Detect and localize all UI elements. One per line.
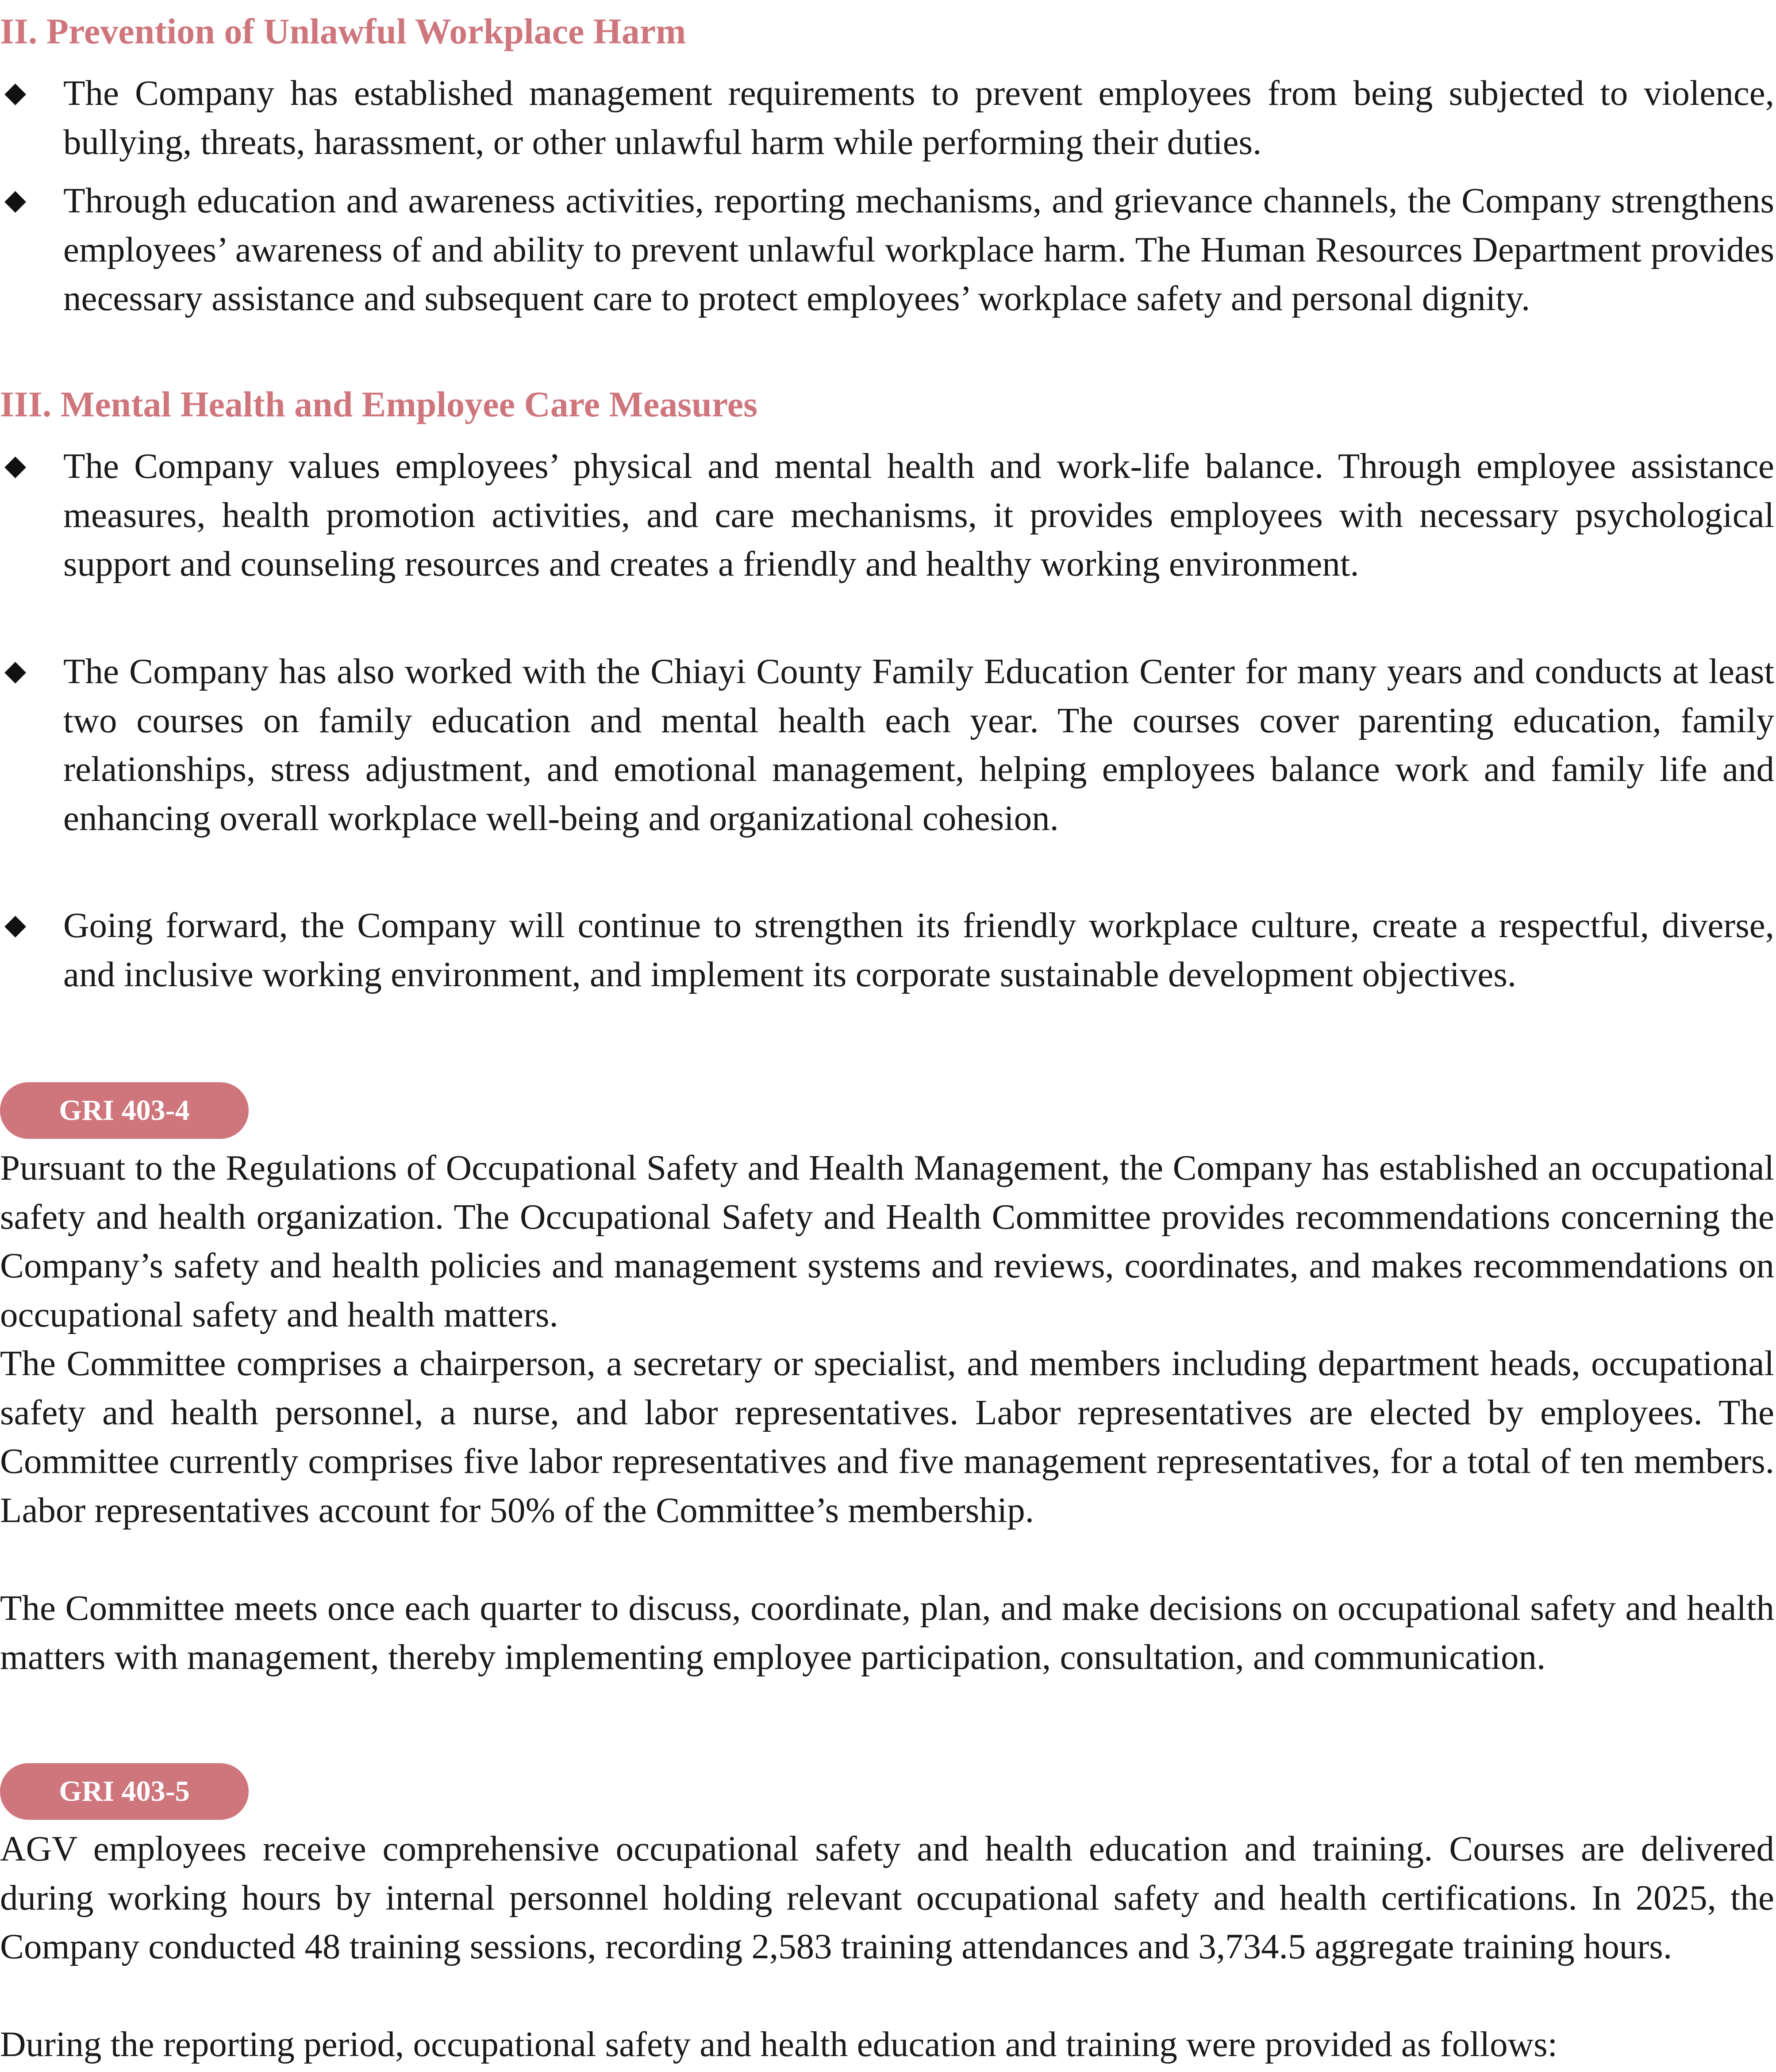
bullet-text: The Company has also worked with the Chi…	[63, 651, 1774, 838]
diamond-bullet-icon: ◆	[4, 450, 27, 481]
diamond-bullet-icon: ◆	[4, 655, 27, 686]
diamond-bullet-icon: ◆	[4, 77, 27, 108]
section-heading-mental-health: III. Mental Health and Employee Care Mea…	[0, 384, 758, 424]
gri-403-4-paragraph: The Committee comprises a chairperson, a…	[0, 1343, 1774, 1530]
bullet-text: Going forward, the Company will continue…	[63, 905, 1774, 994]
section-heading-unlawful-harm: II. Prevention of Unlawful Workplace Har…	[0, 11, 686, 51]
bullet-text: The Company has established management r…	[63, 73, 1774, 162]
diamond-bullet-icon: ◆	[4, 909, 27, 940]
bullet-text: Through education and awareness activiti…	[63, 181, 1774, 318]
gri-403-4-paragraph: Pursuant to the Regulations of Occupatio…	[0, 1148, 1774, 1334]
gri-403-5-badge: GRI 403-5	[0, 1763, 249, 1820]
diamond-bullet-icon: ◆	[4, 184, 27, 215]
gri-403-5-paragraph: AGV employees receive comprehensive occu…	[0, 1829, 1774, 1966]
gri-403-5-paragraph: During the reporting period, occupationa…	[0, 2024, 1558, 2064]
gri-403-4-paragraph: The Committee meets once each quarter to…	[0, 1588, 1774, 1677]
bullet-text: The Company values employees’ physical a…	[63, 446, 1774, 584]
gri-403-4-badge: GRI 403-4	[0, 1082, 249, 1139]
